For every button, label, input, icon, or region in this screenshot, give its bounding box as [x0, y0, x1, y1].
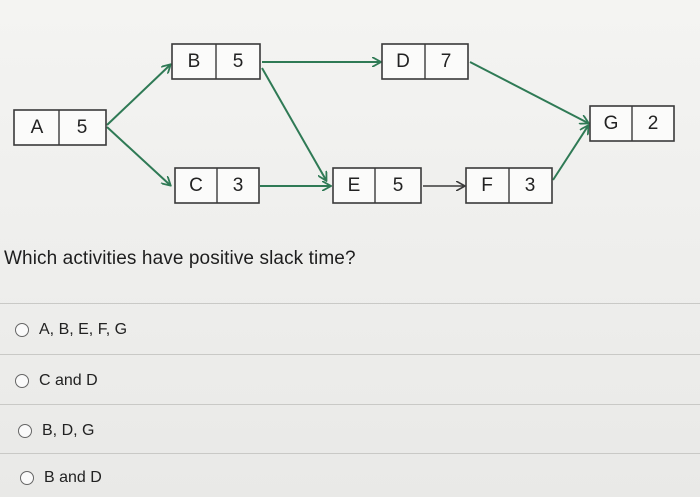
question-text: Which activities have positive slack tim… [4, 248, 356, 269]
node-c-duration: 3 [233, 175, 244, 196]
node-b-duration: 5 [233, 51, 244, 72]
node-e: E 5 [332, 167, 422, 204]
node-g: G 2 [589, 105, 675, 142]
option-divider [0, 303, 700, 304]
radio-button-icon[interactable] [15, 323, 29, 337]
edge-d-g [469, 61, 588, 123]
option-divider [0, 404, 700, 405]
node-a: A 5 [13, 109, 107, 146]
activity-network-diagram: A 5 B 5 C 3 D 7 E 5 [13, 43, 675, 204]
radio-button-icon[interactable] [20, 471, 34, 485]
option-divider [0, 453, 700, 454]
answer-option-2[interactable]: C and D [15, 372, 98, 390]
radio-button-icon[interactable] [15, 374, 29, 388]
node-d: D 7 [381, 43, 469, 80]
answer-option-label: A, B, E, F, G [39, 321, 128, 338]
answer-option-3[interactable]: B, D, G [18, 422, 94, 440]
node-g-label: G [604, 113, 619, 134]
answer-option-1[interactable]: A, B, E, F, G [15, 321, 127, 339]
answer-option-label: B, D, G [42, 422, 95, 439]
node-f: F 3 [465, 167, 553, 204]
radio-button-icon[interactable] [18, 424, 32, 438]
node-g-duration: 2 [648, 113, 659, 134]
node-e-label: E [348, 175, 361, 196]
edge-a-c [106, 126, 170, 185]
node-f-duration: 3 [525, 175, 536, 196]
node-a-label: A [31, 117, 44, 138]
node-f-label: F [481, 175, 493, 196]
node-c-label: C [189, 175, 203, 196]
edge-f-g [552, 126, 588, 181]
answer-option-label: B and D [44, 469, 102, 486]
edge-b-e [261, 67, 326, 180]
node-a-duration: 5 [77, 117, 88, 138]
edge-a-b [106, 65, 170, 126]
answer-option-4[interactable]: B and D [20, 469, 102, 487]
node-b: B 5 [171, 43, 261, 80]
option-divider [0, 354, 700, 355]
node-d-duration: 7 [441, 51, 452, 72]
answer-option-label: C and D [39, 372, 98, 389]
node-d-label: D [396, 51, 410, 72]
node-c: C 3 [174, 167, 260, 204]
node-e-duration: 5 [393, 175, 404, 196]
node-b-label: B [188, 51, 201, 72]
